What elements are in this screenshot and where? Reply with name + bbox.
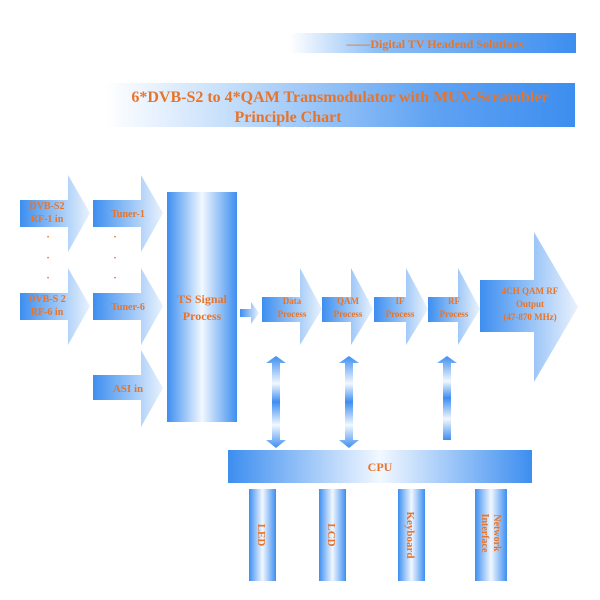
asi-label: ASI in (113, 383, 143, 395)
if-label-2: Process (386, 309, 415, 319)
output-arrow (480, 232, 578, 382)
rf1-label-2: RF-1 in (31, 214, 64, 225)
rf-process-arrow (428, 268, 480, 345)
tagline: ——Digital TV Headend Solutions (345, 37, 524, 51)
tuner1-label: Tuner-1 (111, 209, 145, 220)
tuner6-arrow (93, 268, 163, 345)
qam-cpu-double-arrow (339, 356, 359, 448)
rf-label-2: Process (440, 309, 469, 319)
dot: · (46, 253, 49, 264)
title-line1: 6*DVB-S2 to 4*QAM Transmodulator with MU… (131, 89, 548, 106)
dot: · (46, 273, 49, 284)
rf-label: RF (448, 296, 460, 306)
tuner6-label: Tuner-6 (111, 302, 145, 313)
dot: · (113, 253, 116, 264)
rf1-input-arrow (20, 175, 90, 252)
keyboard-block (398, 489, 425, 581)
ts-label-2: Process (183, 309, 222, 323)
rf1-label: DVB-S2 (29, 201, 64, 212)
network-interface-block (475, 489, 507, 581)
cpu-label: CPU (368, 460, 393, 474)
asi-arrow (93, 350, 163, 427)
data-label-2: Process (278, 309, 307, 319)
ts-signal-process-block (167, 192, 237, 422)
ts-out-arrow (240, 302, 259, 324)
data-cpu-double-arrow (266, 356, 286, 448)
cpu-block (228, 450, 532, 483)
tuner1-arrow (93, 175, 163, 252)
keyboard-label: Keyboard (404, 511, 416, 558)
dot: · (113, 232, 116, 243)
data-process-arrow (262, 268, 322, 345)
title-banner (105, 83, 575, 127)
output-label: 4CH QAM RF (502, 286, 559, 296)
qam-label-2: Process (334, 309, 363, 319)
output-label-2: Output (516, 299, 544, 309)
network-label: Network (491, 514, 502, 552)
lcd-block (319, 489, 346, 581)
qam-process-arrow (322, 268, 373, 345)
dot: · (113, 273, 116, 284)
if-label: IF (396, 296, 406, 306)
rf6-label: DVB-S 2 (28, 294, 66, 305)
led-block (249, 489, 276, 581)
rf6-label-2: RF-6 in (31, 307, 64, 318)
cpu-rf-arrow (437, 356, 457, 440)
if-process-arrow (374, 268, 428, 345)
dot: · (46, 232, 49, 243)
lcd-label: LCD (325, 523, 337, 546)
tagline-banner (290, 33, 576, 53)
data-label: Data (283, 296, 302, 306)
led-label: LED (255, 524, 267, 547)
network-label-2: Interface (479, 514, 490, 553)
ts-label: TS Signal (177, 292, 227, 306)
output-label-3: (47-870 MHz) (503, 312, 556, 322)
qam-label: QAM (337, 296, 360, 306)
rf6-input-arrow (20, 268, 90, 345)
title-line2: Principle Chart (234, 109, 342, 126)
